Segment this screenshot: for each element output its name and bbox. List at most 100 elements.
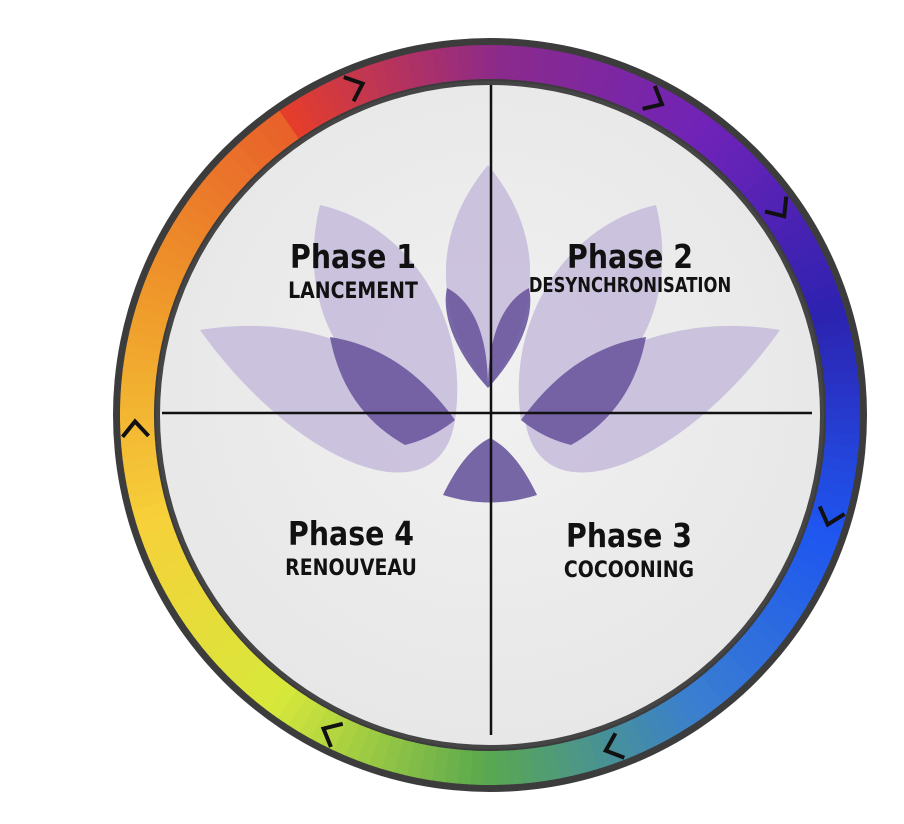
ring-segment (179, 201, 216, 233)
ring-segment (735, 162, 771, 196)
ring-segment (661, 696, 692, 734)
ring-segment (825, 408, 861, 424)
ring-segment (599, 65, 625, 102)
ring-segment (751, 182, 787, 215)
ring-segment (277, 103, 309, 140)
ring-segment (681, 683, 713, 720)
ring-chevron-marker-icon (764, 196, 789, 219)
ring-segment (367, 732, 392, 769)
phase-3-label: Phase 3 COCOONING (564, 517, 694, 582)
ring-segment (120, 393, 155, 410)
ring-segment (750, 617, 786, 650)
ring-segment (651, 703, 681, 740)
ring-segment (495, 45, 512, 80)
ring-segment (788, 556, 826, 585)
phase-1-label: Phase 1 LANCEMENT (288, 238, 418, 303)
ring-segment (783, 567, 820, 597)
ring-segment (457, 45, 475, 81)
ring-segment (444, 46, 463, 82)
ring-chevrons (120, 75, 846, 760)
ring-segment (565, 54, 588, 91)
ring-segment (379, 735, 404, 773)
ring-segment (236, 659, 270, 695)
ring-segment (517, 748, 536, 784)
ring-segment (726, 644, 761, 678)
ring-segment (783, 235, 821, 265)
ring-segment (640, 708, 670, 746)
phase-1-title: Phase 1 (290, 238, 416, 277)
ring-segment (701, 127, 735, 163)
phase-4-subtitle: RENOUVEAU (285, 555, 417, 581)
ring-segment (507, 45, 525, 81)
ring-segment (794, 258, 832, 286)
lotus-overlap-right (521, 337, 646, 445)
ring-segment (228, 143, 263, 178)
ring-segment (717, 652, 752, 687)
ring-segment (276, 689, 308, 726)
lotus-petal-upper-right (518, 205, 663, 420)
ring-segment (554, 51, 576, 89)
ring-segment (576, 57, 601, 95)
ring-segment (630, 714, 658, 752)
ring-chevron-marker-icon (817, 505, 846, 528)
ring-segment (227, 651, 261, 686)
ring-segment (823, 369, 859, 388)
ring-segment (255, 675, 288, 711)
ring-segment (682, 111, 715, 148)
ring-segment (710, 135, 744, 171)
ring-segment (265, 682, 298, 719)
ring-segment (218, 642, 253, 677)
ring-segment (824, 382, 860, 400)
ring-segment (257, 118, 290, 154)
ring-chevron-marker-icon (642, 85, 665, 111)
ring-segment (219, 152, 254, 186)
ring-segment (120, 380, 156, 398)
ring-segment (135, 511, 173, 536)
lotus-petal-lower-right (525, 325, 780, 473)
ring-segment (798, 535, 836, 562)
phase-2-label: Phase 2 DESYNCHRONISATION (529, 238, 731, 297)
ring-segment (149, 256, 187, 284)
ring-segment (690, 676, 723, 712)
ring-segment (671, 690, 703, 727)
ring-segment (455, 749, 473, 785)
ring-segment (159, 565, 197, 595)
ring-segment (247, 126, 280, 162)
ring-segment (793, 546, 831, 574)
ring-segment (825, 395, 860, 411)
ring-segment (672, 104, 704, 141)
ring-segment (381, 57, 405, 94)
ring-segment (166, 222, 203, 253)
ring-segment (692, 119, 725, 155)
ring-segment (194, 180, 230, 213)
ring-segment (308, 708, 338, 745)
lotus-icon (200, 165, 780, 503)
ring-segment (483, 44, 499, 80)
ring-segment (331, 718, 359, 756)
ring-segment (392, 739, 415, 776)
ring-segment (178, 596, 215, 628)
ring-segment (777, 577, 814, 608)
ring-segment (165, 576, 202, 606)
ring-segment (126, 329, 164, 351)
ring-segment (288, 96, 319, 134)
phase-2-subtitle: DESYNCHRONISATION (529, 275, 731, 298)
ring-segment (811, 306, 848, 330)
ring-segment (140, 280, 177, 306)
ring-segment (765, 202, 802, 234)
ring-segment (764, 597, 801, 629)
ring-segment (663, 97, 694, 135)
ring-segment (803, 524, 840, 550)
ring-segment (770, 588, 808, 619)
ring-segment (148, 544, 186, 572)
ring-segment (143, 533, 181, 560)
ring-segment (619, 719, 647, 757)
ring-segment (575, 736, 599, 773)
phase-3-title: Phase 3 (566, 517, 692, 556)
ring-segment (286, 695, 317, 733)
ring-segment (297, 702, 328, 739)
ring-segment (743, 172, 779, 205)
ring-segment (586, 732, 611, 770)
ring-segment (172, 211, 210, 242)
ring-segment (153, 555, 191, 583)
